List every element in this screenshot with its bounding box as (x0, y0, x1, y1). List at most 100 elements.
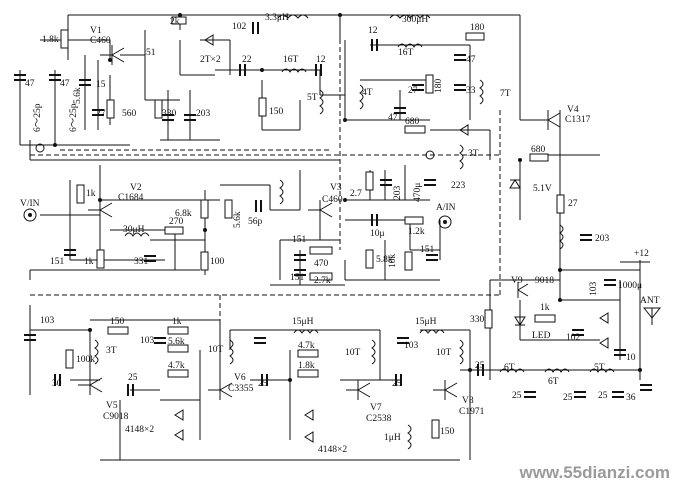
label-v9-id: V9 (511, 276, 523, 286)
label-diode-4148-a: 4148×2 (125, 425, 154, 435)
wiring (19, 14, 641, 461)
label-r-4-7k-v6: 4.7k (168, 361, 185, 371)
label-c-10u: 10μ (370, 229, 385, 239)
label-v5-id: V5 (106, 401, 118, 411)
label-r-10k: 10k (388, 254, 398, 269)
label-c-25-a: 25 (128, 373, 138, 383)
label-l-300uh: 300μH (402, 15, 428, 25)
label-c-27-b: 27 (408, 86, 418, 96)
label-a-in: A/IN (436, 203, 456, 213)
label-c-6-25p-b: 6～25p (69, 103, 79, 132)
label-c-331: 331 (134, 257, 149, 267)
label-r-1-2k: 1.2k (408, 227, 425, 237)
connectors (23, 143, 662, 325)
label-r-150-v5: 150 (110, 317, 125, 327)
label-c-25-f: 25 (563, 393, 573, 403)
label-r-100k: 100k (76, 355, 95, 365)
label-c-103-c: 103 (404, 341, 419, 351)
label-l-1uh: 1μH (384, 433, 401, 443)
label-l-3-3uh: 3.3μH (265, 13, 289, 23)
label-ant: ANT (640, 296, 660, 306)
label-coil-3t-mid: 3T (468, 149, 479, 159)
label-r-5-6k-v3: 5.6k (233, 211, 243, 228)
label-v1-id: V1 (90, 26, 102, 36)
diodes (174, 34, 609, 443)
label-v-in: V/IN (20, 199, 40, 209)
label-c-47-b: 47 (60, 79, 70, 89)
label-r-2-7: 2.7 (350, 189, 362, 199)
label-v7-id: V7 (370, 403, 382, 413)
label-r-1k-v9: 1k (540, 303, 550, 313)
inductors (94, 14, 615, 450)
label-r-5-6k-v1: 5.6k (73, 87, 83, 104)
label-c-47-d: 47 (388, 113, 398, 123)
labels: 1.8k 2k 102 3.3μH 300μH 47 47 6～25p 6～25… (20, 13, 660, 455)
label-r-180-mid: 180 (434, 79, 444, 94)
capacitors (14, 22, 652, 398)
transistor-symbols (78, 45, 561, 400)
label-c-25-b: 25 (258, 379, 268, 389)
label-c-103-b: 103 (140, 336, 155, 346)
label-c-6-25p-a: 6～25p (33, 103, 43, 132)
label-r-2-7k: 2.7k (314, 276, 331, 286)
label-coil-6t-a: 6T (504, 363, 515, 373)
label-l-30uh: 30μH (123, 225, 145, 235)
label-c-102-v9: 102 (566, 333, 581, 343)
label-r-330-v9: 330 (470, 315, 485, 325)
label-v9-model: 9018 (535, 276, 554, 286)
label-r-4-7k-v7: 4.7k (298, 341, 315, 351)
label-diode-4148-b: 4148×2 (318, 445, 347, 455)
watermark: www.55dianzi.com (519, 463, 670, 482)
label-v8-model: C1971 (459, 407, 485, 417)
label-coil-2tx2: 2T×2 (200, 55, 221, 65)
label-r-5-6k-v6: 5.6k (168, 337, 185, 347)
label-l-15uh-a: 15μH (292, 317, 314, 327)
label-v4-id: V4 (567, 105, 579, 115)
label-c-223: 223 (451, 181, 466, 191)
label-r-1-8k: 1.8k (42, 35, 59, 45)
label-c-25-c: 25 (392, 379, 402, 389)
label-coil-10t-a: 10T (208, 345, 224, 355)
label-r-680-b: 680 (531, 145, 546, 155)
label-coil-5t-mid: 5T (307, 93, 318, 103)
label-c-25-d: 25 (475, 361, 485, 371)
label-c-56p: 56p (248, 217, 263, 227)
label-coil-16t-a: 16T (283, 55, 299, 65)
label-v5-model: C9018 (103, 412, 129, 422)
label-v6-id: V6 (234, 373, 246, 383)
label-c-33: 33 (466, 86, 476, 96)
label-v1-model: C460 (90, 36, 111, 46)
label-r-5-8k: 5.8k (376, 255, 393, 265)
label-c-51: 51 (146, 48, 156, 58)
label-c-151-c: 151 (290, 273, 305, 283)
resistors (60, 16, 565, 439)
label-coil-16t-b: 16T (398, 48, 414, 58)
label-c-25-e: 25 (512, 391, 522, 401)
label-c-12-a: 12 (316, 55, 326, 65)
label-r-470: 470 (314, 259, 329, 269)
label-c-36: 36 (626, 393, 636, 403)
label-c-102-top: 102 (232, 22, 247, 32)
label-c-1000u: 1000μ (618, 281, 642, 291)
label-coil-3t-v5: 3T (106, 346, 117, 356)
label-v7-model: C2538 (366, 414, 392, 424)
label-v2-model: C1684 (118, 193, 144, 203)
label-coil-10t-b: 10T (345, 348, 361, 358)
label-c-30: 30 (52, 379, 62, 389)
label-v3-id: V3 (330, 183, 342, 193)
label-supply: +12 (634, 249, 649, 259)
label-c-203-v1: 203 (196, 109, 211, 119)
label-c-25-g: 25 (598, 391, 608, 401)
label-led: LED (532, 331, 551, 341)
label-r-150-v8: 150 (440, 427, 455, 437)
label-r-270: 270 (169, 217, 184, 227)
label-coil-10t-c: 10T (436, 348, 452, 358)
junction-dots (53, 13, 642, 382)
label-v8-id: V8 (462, 396, 474, 406)
label-c-15: 15 (96, 80, 106, 90)
label-c-470u: 470μ (413, 183, 423, 202)
label-c-151-b: 151 (292, 235, 307, 245)
label-r-2k: 2k (170, 17, 180, 27)
label-c-47-c: 47 (466, 55, 476, 65)
